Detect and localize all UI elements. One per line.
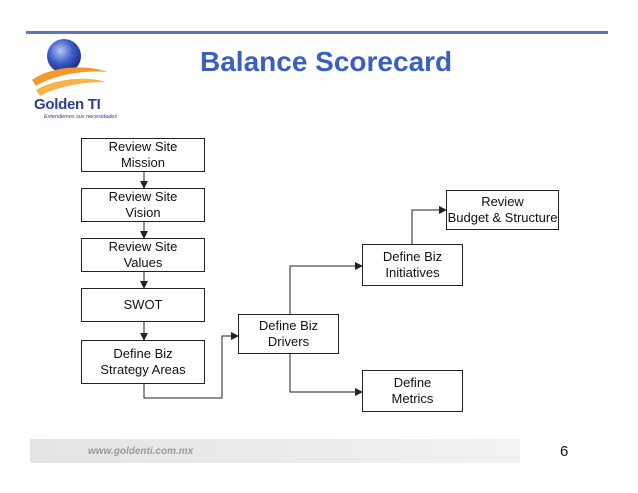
header-rule — [26, 31, 608, 34]
arrow-drivers-initiatives — [289, 262, 363, 314]
arrow-initiatives-budget — [411, 206, 447, 244]
arrow-drivers-metrics — [289, 354, 363, 396]
box-define-biz-strategy-areas: Define Biz Strategy Areas — [81, 340, 205, 384]
box-define-metrics: Define Metrics — [362, 370, 463, 412]
footer-url: www.goldenti.com.mx — [88, 446, 194, 457]
box-review-site-values: Review Site Values — [81, 238, 205, 272]
logo-tagline: Extendemos sus necesidades — [44, 114, 118, 120]
page-title: Balance Scorecard — [200, 46, 453, 77]
footer-bar — [30, 439, 520, 463]
golden-ti-logo-icon — [32, 39, 108, 96]
box-swot: SWOT — [81, 288, 205, 322]
box-review-budget-structure: Review Budget & Structure — [446, 190, 559, 230]
arrow-strategy-drivers — [143, 332, 239, 399]
box-define-biz-drivers: Define Biz Drivers — [238, 314, 339, 354]
box-review-site-vision: Review Site Vision — [81, 188, 205, 222]
box-define-biz-initiatives: Define Biz Initiatives — [362, 244, 463, 286]
logo-text: Golden TI — [34, 96, 101, 113]
page-number: 6 — [560, 443, 569, 460]
box-review-site-mission: Review Site Mission — [81, 138, 205, 172]
